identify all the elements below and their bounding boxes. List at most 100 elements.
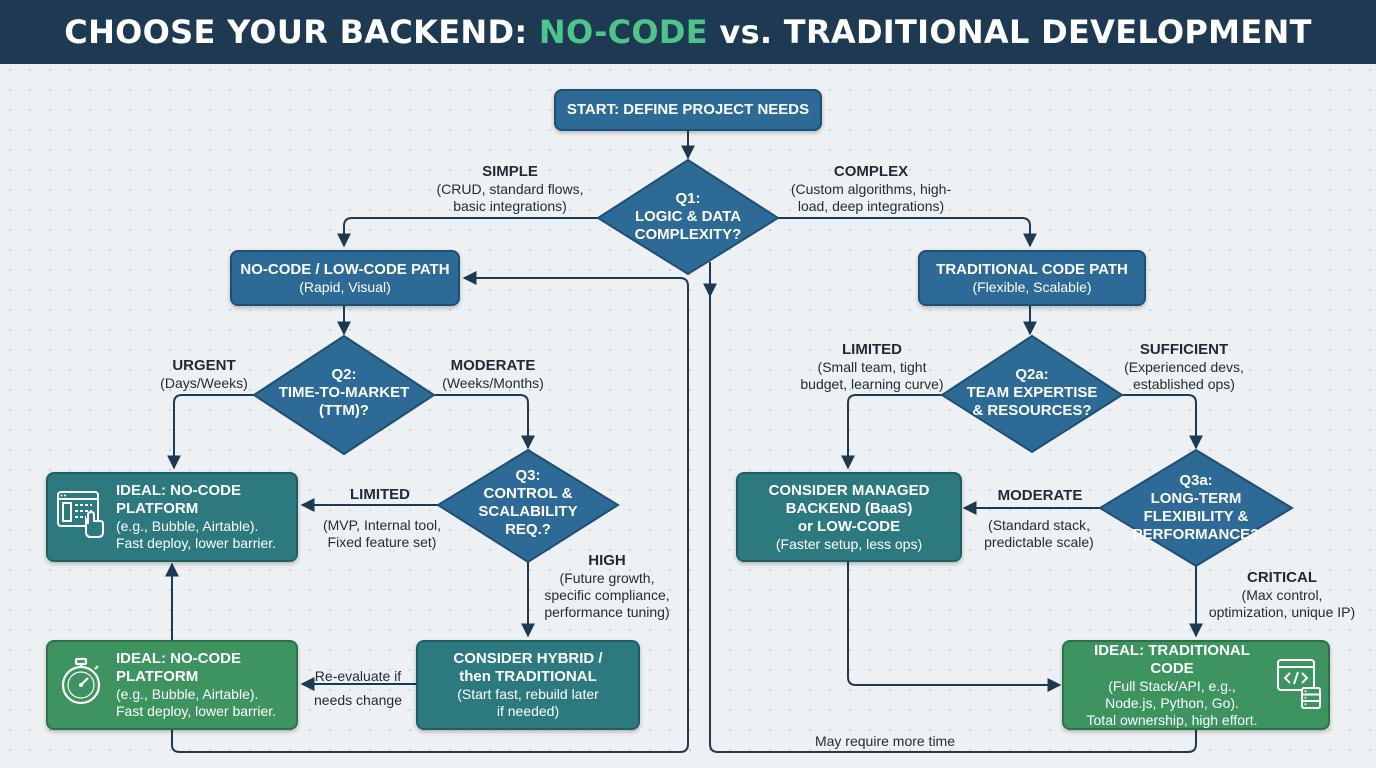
diamond-q3 (436, 448, 620, 564)
node-start-title: START: DEFINE PROJECT NEEDS (566, 101, 810, 118)
q3-line3: SCALABILITY (478, 503, 578, 520)
hybrid-title2: then TRADITIONAL (459, 668, 597, 685)
ideal-nocode-1-title2: PLATFORM (116, 500, 199, 517)
diamond-q2a-text: Q2a: TEAM EXPERTISE & RESOURCES? (942, 366, 1122, 420)
nocode-path-title: NO-CODE / LOW-CODE PATH (240, 260, 450, 278)
ideal-nocode-1-sub1: (e.g., Bubble, Airtable). (116, 518, 259, 534)
label-simple-l2: basic integrations) (453, 198, 567, 214)
ideal-nocode-2-sub1: (e.g., Bubble, Airtable). (116, 686, 259, 702)
label-critical-l1: (Max control, (1241, 587, 1323, 603)
ideal-trad-title1: IDEAL: TRADITIONAL CODE (1094, 641, 1250, 677)
label-moderate-ttm-head: MODERATE (450, 357, 536, 374)
ideal-trad-sub1: (Full Stack/API, e.g., (1108, 677, 1236, 694)
ideal-trad-sub3: Total ownership, high effort. (1086, 711, 1258, 728)
label-sufficient-l1: (Experienced devs, (1124, 359, 1244, 375)
node-hybrid: CONSIDER HYBRID / then TRADITIONAL (Star… (416, 640, 640, 730)
page-title: CHOOSE YOUR BACKEND: NO-CODE vs. TRADITI… (64, 13, 1311, 51)
label-limited-q3: (MVP, Internal tool, Fixed feature set) (310, 517, 454, 551)
label-reevaluate-l1: Re-evaluate if (314, 668, 402, 684)
label-more-time-l1: May require more time (814, 733, 956, 749)
managed-title2: BACKEND (BaaS) (785, 499, 913, 517)
label-limited-q2a-head: LIMITED (842, 341, 902, 358)
edge-q1-complex (776, 217, 1037, 248)
diamond-q2 (252, 334, 436, 456)
edge-q2-moderate (432, 394, 535, 450)
label-moderate-q3a: (Standard stack, predictable scale) (972, 517, 1106, 551)
label-moderate-ttm: MODERATE (Weeks/Months) (434, 356, 552, 392)
label-high-l1: (Future growth, (559, 570, 655, 586)
label-sufficient-head: SUFFICIENT (1139, 341, 1229, 358)
diamond-q3-text: Q3: CONTROL & SCALABILITY REQ.? (438, 467, 618, 539)
label-limited-q3-headtext: LIMITED (350, 486, 410, 503)
label-moderate-q3a-l1: (Standard stack, (988, 517, 1090, 533)
q2a-line1: Q2a: (1015, 366, 1049, 383)
hybrid-sub2: if needed) (496, 703, 560, 719)
trad-path-title: TRADITIONAL CODE PATH (936, 260, 1128, 278)
label-limited-q2a: LIMITED (Small team, tight budget, learn… (798, 340, 946, 393)
q3a-line1: Q3a: (1179, 472, 1213, 489)
label-complex-l1: (Custom algorithms, high- (790, 181, 952, 197)
label-reevaluate: Re-evaluate if needs change (304, 664, 412, 712)
node-managed-backend: CONSIDER MANAGED BACKEND (BaaS) or LOW-C… (736, 472, 962, 562)
q2-line2: TIME-TO-MARKET (278, 384, 410, 401)
hybrid-title1: CONSIDER HYBRID / (453, 650, 603, 667)
q3-line2: CONTROL & (483, 485, 573, 502)
label-limited-q3-l1: (MVP, Internal tool, (322, 517, 442, 533)
q3a-line3: FLEXIBILITY & (1143, 508, 1249, 525)
q1-line2: LOGIC & DATA (634, 208, 742, 225)
ideal-trad-sub2: Node.js, Python, Go). (1105, 694, 1239, 711)
ideal-nocode-2-title2: PLATFORM (116, 668, 199, 685)
node-trad-path: TRADITIONAL CODE PATH (Flexible, Scalabl… (918, 250, 1146, 306)
diamond-q3a-text: Q3a: LONG-TERM FLEXIBILITY & PERFORMANCE… (1100, 472, 1292, 544)
label-more-time: May require more time (800, 733, 970, 750)
label-urgent-head: URGENT (172, 357, 236, 374)
diamond-q2a (940, 334, 1124, 454)
managed-title1: CONSIDER MANAGED (768, 481, 930, 499)
managed-sub1: (Faster setup, less ops) (775, 535, 923, 552)
label-urgent-l1: (Days/Weeks) (160, 375, 248, 391)
hybrid-sub1: (Start fast, rebuild later (457, 686, 599, 702)
q3-line4: REQ.? (505, 521, 551, 538)
label-sufficient: SUFFICIENT (Experienced devs, establishe… (1116, 340, 1252, 393)
code-window-icon (1277, 659, 1321, 709)
node-start: START: DEFINE PROJECT NEEDS (554, 89, 822, 131)
label-simple-head: SIMPLE (482, 163, 538, 180)
title-part-1: CHOOSE YOUR BACKEND: (64, 13, 539, 51)
q2a-line2: TEAM EXPERTISE (966, 384, 1098, 401)
visual-builder-icon (57, 491, 104, 538)
title-accent: NO-CODE (538, 13, 708, 51)
label-reevaluate-l2: needs change (314, 692, 402, 708)
label-critical: CRITICAL (Max control, optimization, uni… (1200, 568, 1364, 621)
edge-loop-nocode (171, 271, 689, 753)
edge-q2-urgent (167, 394, 256, 470)
diamond-q3a (1098, 448, 1294, 568)
label-simple-l1: (CRUD, standard flows, (436, 181, 584, 197)
diamond-q1-text: Q1: LOGIC & DATA COMPLEXITY? (598, 190, 778, 244)
edge-q2a-sufficient (1120, 394, 1203, 450)
edge-q1-simple (337, 217, 600, 248)
node-nocode-path: NO-CODE / LOW-CODE PATH (Rapid, Visual) (230, 250, 460, 306)
label-high-l3: performance tuning) (544, 604, 670, 620)
label-moderate-ttm-l1: (Weeks/Months) (442, 375, 544, 391)
node-ideal-traditional: IDEAL: TRADITIONAL CODE (Full Stack/API,… (1062, 640, 1330, 730)
q2-line1: Q2: (331, 366, 357, 383)
label-simple: SIMPLE (CRUD, standard flows, basic inte… (420, 162, 600, 215)
trad-path-sub: (Flexible, Scalable) (972, 278, 1092, 295)
label-critical-l2: optimization, unique IP) (1208, 604, 1356, 620)
ideal-nocode-2-title1: IDEAL: NO-CODE (116, 650, 241, 667)
q1-line3: COMPLEXITY? (634, 226, 742, 243)
label-high: HIGH (Future growth, specific compliance… (534, 551, 680, 621)
label-limited-q3-head: LIMITED (330, 485, 430, 504)
q3-line1: Q3: (515, 467, 541, 484)
edge-q1-moretime (709, 262, 1197, 753)
diamond-q1 (596, 158, 780, 276)
stopwatch-icon (61, 657, 101, 705)
label-limited-q2a-l1: (Small team, tight (817, 359, 927, 375)
ideal-nocode-2-sub2: Fast deploy, lower barrier. (116, 703, 277, 719)
q3a-line4: PERFORMANCE? (1132, 526, 1260, 543)
diamond-q2-text: Q2: TIME-TO-MARKET (TTM)? (254, 366, 434, 420)
label-moderate-q3a-head: MODERATE (990, 486, 1090, 505)
label-limited-q2a-l2: budget, learning curve) (800, 376, 944, 392)
label-complex-head: COMPLEX (833, 163, 909, 180)
edge-q2a-limited (841, 394, 944, 470)
